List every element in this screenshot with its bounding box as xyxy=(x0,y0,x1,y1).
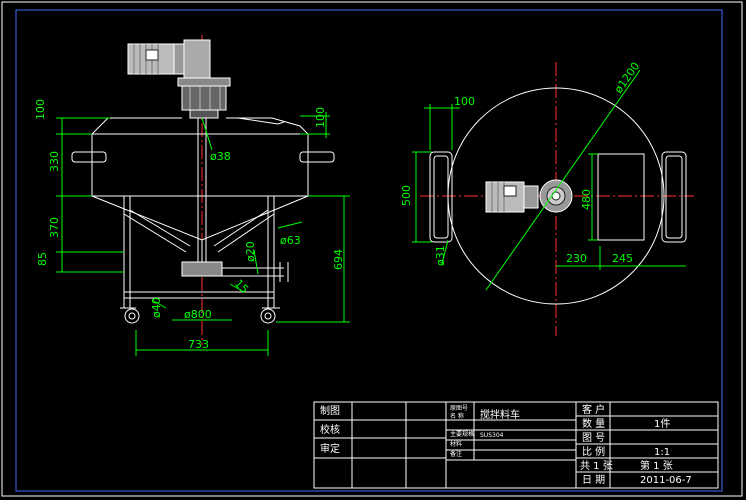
tb-label-quantity: 数 量 xyxy=(582,417,605,430)
tb-small-name: 名 称 xyxy=(450,412,464,420)
top-right-handle xyxy=(661,151,687,243)
dim-85: 85 xyxy=(36,252,49,266)
dim-330: 330 xyxy=(48,151,61,172)
caster-right xyxy=(260,308,276,324)
dim-100-top-right: 100 xyxy=(314,107,327,128)
motor-icon xyxy=(127,39,231,119)
dim-d63: ø63 xyxy=(280,234,301,247)
dim-d800: ø800 xyxy=(184,308,212,321)
dim-d31: ø31 xyxy=(434,245,447,266)
tb-label-drawn: 制图 xyxy=(320,404,340,417)
tb-small-spec: 主要规格 xyxy=(450,430,474,438)
tb-small-remark: 备注 xyxy=(450,450,462,458)
dim-733: 733 xyxy=(188,338,209,351)
tb-label-date: 日 期 xyxy=(582,474,605,486)
dim-d40: ø40 xyxy=(150,297,163,318)
title-block xyxy=(313,401,719,489)
front-view: ø38 ø63 ø20 15 ø40 ø800 100 330 370 85 1… xyxy=(34,35,350,356)
vessel-body xyxy=(91,117,309,241)
tb-value-quantity: 1件 xyxy=(654,418,670,430)
dim-15: 15 xyxy=(232,277,251,296)
tb-product-spec: SUS304 xyxy=(480,432,504,439)
left-handle xyxy=(71,151,107,163)
motor-top-icon xyxy=(485,179,573,213)
tb-product-name: 搅拌料车 xyxy=(480,408,520,421)
tb-small-orig-no: 原图号 xyxy=(450,405,468,412)
tb-value-date: 2011-06-7 xyxy=(640,475,692,486)
dim-694: 694 xyxy=(332,249,345,270)
dim-d20: ø20 xyxy=(244,241,257,262)
dim-d1200: ø1200 xyxy=(612,60,643,96)
dim-d38: ø38 xyxy=(210,150,231,163)
top-left-handle xyxy=(429,151,453,243)
tb-label-customer: 客 户 xyxy=(582,403,605,416)
impeller xyxy=(181,261,223,277)
right-handle xyxy=(299,151,335,163)
tb-label-scale: 比 例 xyxy=(582,445,605,458)
tb-label-sheets: 共 1 张 xyxy=(580,460,613,472)
dim-230: 230 xyxy=(566,252,587,265)
hatch-opening xyxy=(597,153,645,241)
top-view: ø1200 ø31 100 500 480 230 245 xyxy=(400,60,694,336)
tb-label-drawing-no: 图 号 xyxy=(582,432,605,444)
dim-100-top-left: 100 xyxy=(34,99,47,120)
tb-label-approved: 审定 xyxy=(320,442,340,455)
dim-500: 500 xyxy=(400,185,413,206)
inner-frame xyxy=(15,9,723,492)
tb-value-scale: 1:1 xyxy=(654,447,670,458)
dim-100-top-view: 100 xyxy=(454,95,475,108)
caster-left xyxy=(124,308,140,324)
dim-480: 480 xyxy=(580,189,593,210)
tb-label-checked: 校核 xyxy=(320,423,340,436)
dim-245: 245 xyxy=(612,252,633,265)
tb-value-sheet: 第 1 张 xyxy=(640,459,673,472)
dim-370: 370 xyxy=(48,217,61,238)
tb-small-material: 材料 xyxy=(450,440,462,448)
